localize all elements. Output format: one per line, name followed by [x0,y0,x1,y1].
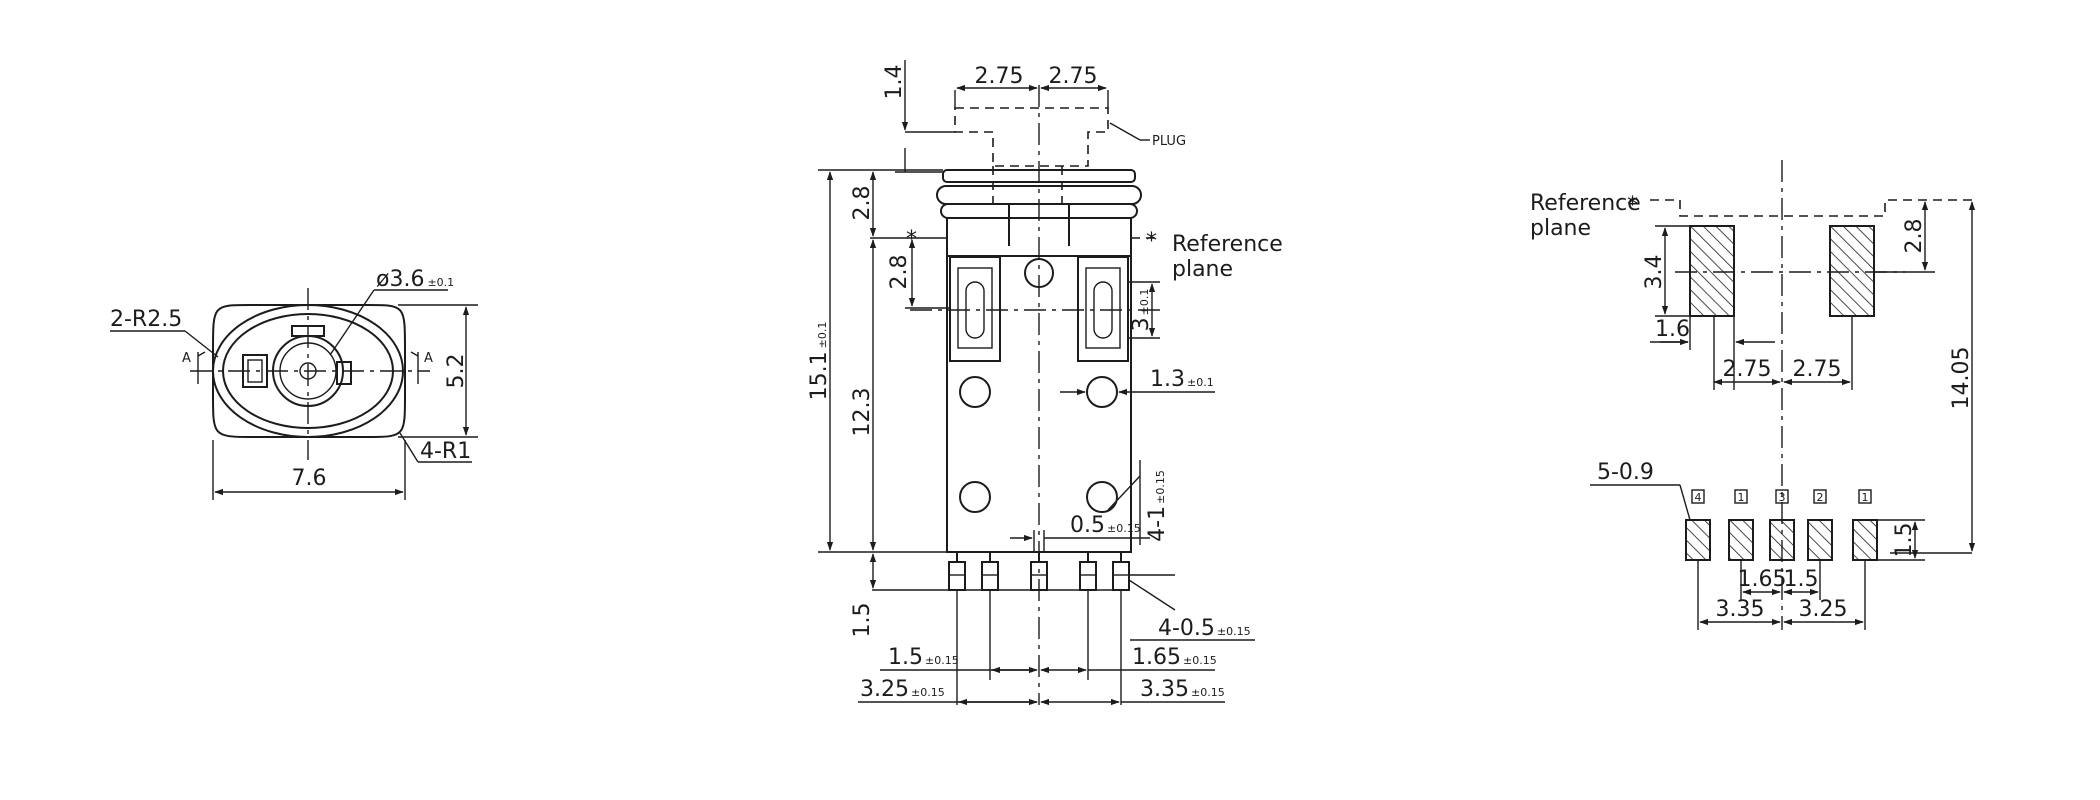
slot-right [1077,256,1129,362]
outer-b-label: 3.25 [1799,597,1848,622]
small-radius-label: 4-R1 [420,439,471,464]
reference-label-1: Reference [1172,232,1283,257]
pitch-b-label: 1.65±0.15 [1132,645,1217,670]
upper-height-label: 2.8 [850,186,875,221]
pin-num-box-3 [1775,489,1789,504]
outer-a-label: 3.25±0.15 [860,677,945,702]
radius-corners-label: 2-R2.5 [110,307,182,332]
pin-pad-3 [1769,519,1795,561]
pcb-reference-star: * [1627,193,1638,218]
pin-num-box-5 [1858,489,1872,504]
mount-hole-2 [1086,376,1118,408]
height-label: 5.2 [444,354,469,389]
pin-num-3: 3 [1779,491,1786,504]
pin-len-label: 1.5 [850,603,875,638]
pcb-reference-label-2: plane [1530,216,1591,241]
pcb-reference-label-1: Reference [1530,191,1641,216]
plug-outline [954,107,1109,167]
pcb-reference-line [1650,199,1972,217]
pin-num-box-1 [1691,489,1705,504]
ref-pad-label: 2.8 [1902,219,1927,254]
pad-w-label: 1.6 [1655,317,1690,342]
pitch-a-label: 1.5±0.15 [888,645,959,670]
pin-w-label: 0.5±0.15 [1070,513,1141,538]
pins-count-label: 4-0.5±0.15 [1158,616,1251,641]
pin-num-box-4 [1813,489,1827,504]
pin-2 [981,561,999,591]
section-label-left: A [182,351,191,366]
mount-hole-1 [959,376,991,408]
pin-pad-2 [1728,519,1754,561]
reference-label-2: plane [1172,257,1233,282]
slot-right-inner [1085,267,1121,349]
small-radius-leader [399,432,419,463]
pin-num-5: 1 [1862,491,1869,504]
pin-pad-5 [1852,519,1878,561]
pad-half-left-label: 2.75 [1723,357,1772,382]
right-contact [336,361,352,385]
front-view: A A 2-R2.5 ø3.6±0.1 5.2 4-R1 7.6 [110,267,478,500]
slot-left [949,256,1001,362]
outer-b-label: 3.35±0.15 [1140,677,1225,702]
pad-left [1689,225,1735,317]
pin-pad-1 [1685,519,1711,561]
section-arrow-right [410,351,419,357]
hole-leader [329,289,375,356]
pins-count-leader [1128,579,1176,611]
body-height-label: 12.3 [850,388,875,437]
section-label-right: A [424,351,433,366]
pin-pad-4 [1807,519,1833,561]
width-label: 7.6 [292,466,327,491]
pin-num-box-2 [1734,489,1748,504]
pin-num-2: 1 [1738,491,1745,504]
side-view: 2.75 2.75 1.4 PLUG * Reference plane 15.… [807,60,1283,706]
pin-len-label: 1.5 [1892,523,1917,558]
hole-count-label: 4-1±0.15 [1145,470,1170,542]
pitch-b-label: 1.5 [1784,567,1819,592]
pad-h-label: 3.4 [1642,255,1667,290]
overall-h-label: 14.05 [1949,347,1974,410]
pin-5 [1112,561,1130,591]
ref-height-label: 2.8 [887,255,912,290]
pin-1 [948,561,966,591]
mount-hole-4 [1086,481,1118,513]
top-dim-right-label: 2.75 [1049,64,1098,89]
reference-star: * [1146,229,1157,254]
slot-height-label: 3±0.1 [1129,289,1154,332]
top-dim-left-label: 2.75 [975,64,1024,89]
mount-hole-3 [959,481,991,513]
plug-label: PLUG [1152,134,1186,149]
slot-left-inner [957,267,993,349]
pin-count-label: 5-0.9 [1597,460,1654,485]
pitch-a-label: 1.65 [1738,567,1787,592]
pad-right [1829,225,1875,317]
hole-diameter-label: ø3.6±0.1 [376,267,454,292]
total-height-label: 15.1±0.1 [807,322,832,401]
plug-offset-label: 1.4 [882,65,907,100]
outer-a-label: 3.35 [1716,597,1765,622]
pin-4 [1079,561,1097,591]
pcb-layout: * Reference plane 3.4 2.8 1.6 2.75 2.75 … [1530,160,1976,630]
hole-count-leader [1107,475,1141,511]
section-arrow-left [197,351,206,357]
hole-dim-label: 1.3±0.1 [1150,367,1214,392]
plug-leader [1109,122,1141,141]
pin-count-leader [1679,484,1691,521]
pin-num-4: 2 [1817,491,1824,504]
radius-leader [184,330,219,358]
ref-star-left: * [906,227,917,252]
pad-half-right-label: 2.75 [1793,357,1842,382]
pin-num-1: 4 [1695,491,1702,504]
